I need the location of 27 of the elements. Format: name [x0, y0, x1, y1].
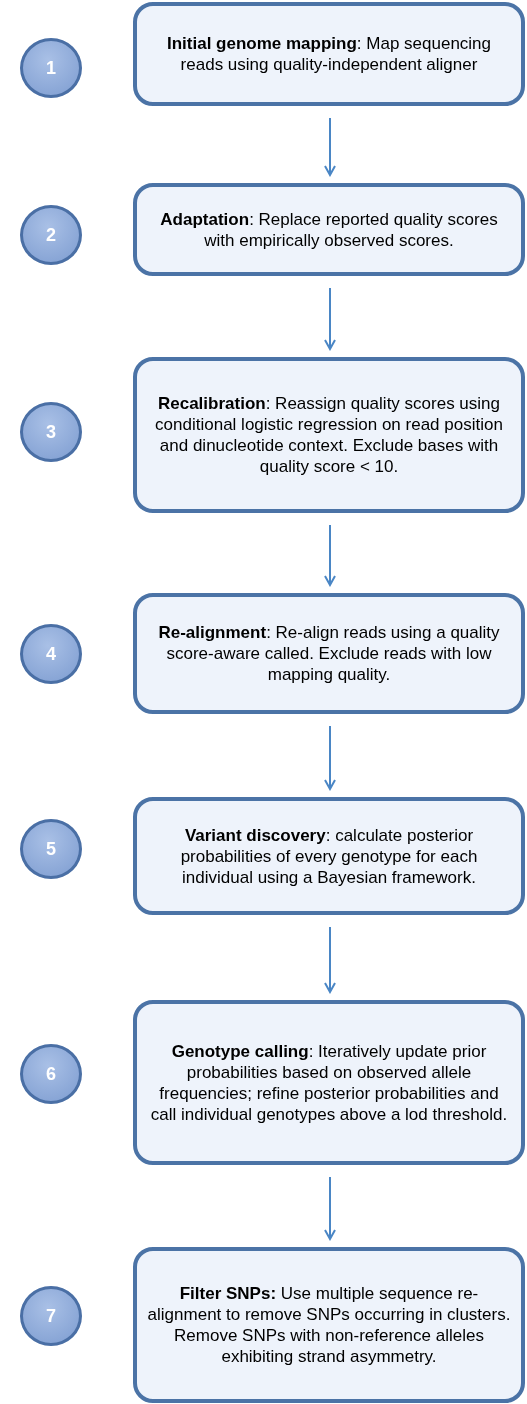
arrow [324, 524, 336, 586]
step-description: Re-alignment: Re-align reads using a quality score-aware called. Exclude reads with low mapping quality. [157, 622, 501, 685]
arrow [324, 287, 336, 350]
process-box [133, 183, 525, 276]
step-description: Recalibration: Reassign quality scores using conditional logistic regression on read position and dinucleotide context. Exclude bases with quality score < 10. [154, 393, 504, 477]
step-number: 7 [46, 1305, 56, 1327]
arrow [324, 117, 336, 176]
step-number: 5 [46, 838, 56, 860]
step-description: Genotype calling: Iteratively update prior probabilities based on observed allele frequencies; refine posterior probabilities and call individual genotypes above a lod threshold. [149, 1040, 509, 1125]
step-number: 3 [46, 421, 56, 443]
step-number: 1 [46, 57, 56, 79]
step-number: 4 [46, 643, 56, 665]
arrow [324, 725, 336, 790]
process-box [133, 357, 525, 513]
process-box [133, 1247, 525, 1403]
arrow [324, 1176, 336, 1240]
process-box [133, 593, 525, 714]
step-description: Filter SNPs: Use multiple sequence re-alignment to remove SNPs occurring in clusters. Remove SNPs with non-reference alleles exhibiting strand asymmetry. [147, 1283, 511, 1367]
arrow [324, 926, 336, 993]
step-description: Adaptation: Replace reported quality scores with empirically observed scores. [159, 208, 499, 251]
step-number: 2 [46, 224, 56, 246]
process-box [133, 1000, 525, 1165]
step-number: 6 [46, 1063, 56, 1085]
step-description: Variant discovery: calculate posterior probabilities of every genotype for each individual using a Bayesian framework. [179, 824, 479, 888]
process-box [133, 2, 525, 106]
process-box [133, 797, 525, 915]
step-description: Initial genome mapping: Map sequencing reads using quality-independent aligner [165, 33, 493, 75]
